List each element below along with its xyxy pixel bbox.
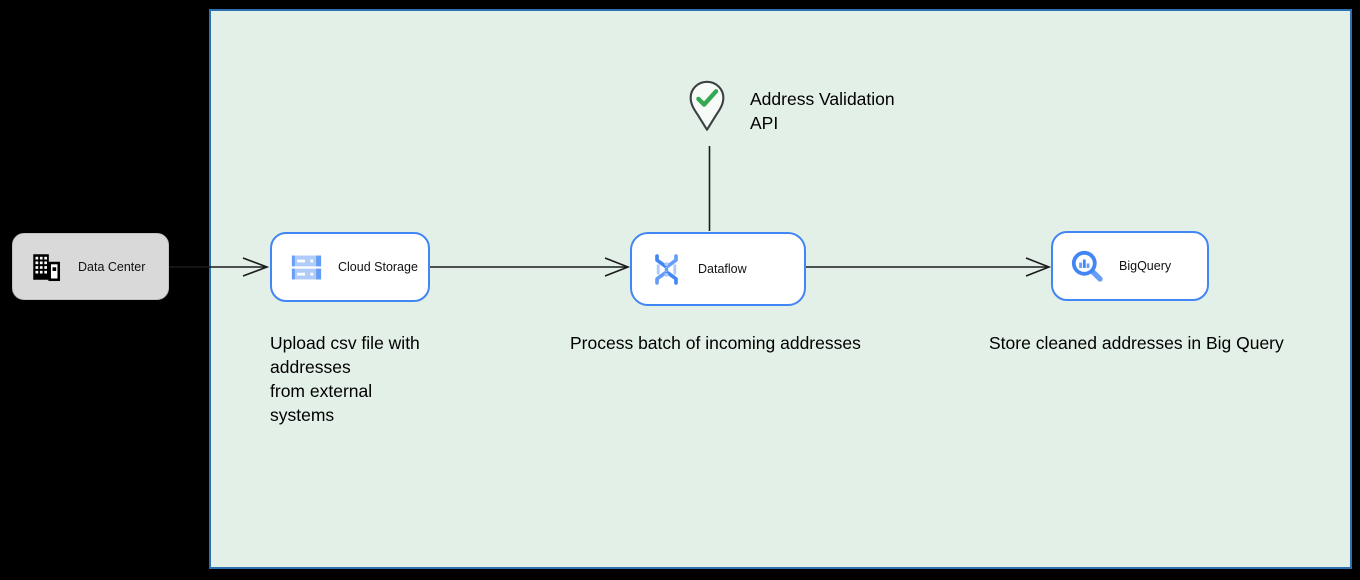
node-bigquery[interactable]: BigQuery (1051, 231, 1209, 301)
connector-cloudstorage-to-dataflow (430, 257, 631, 277)
node-label-bigquery: BigQuery (1119, 259, 1172, 273)
node-label-cloud-storage: Cloud Storage (338, 260, 418, 274)
node-dataflow[interactable]: Dataflow (630, 232, 806, 306)
node-label-dataflow: Dataflow (698, 262, 747, 276)
description-bigquery: Store cleaned addresses in Big Query (989, 333, 1284, 353)
node-label-data-center: Data Center (78, 259, 146, 274)
description-dataflow: Process batch of incoming addresses (570, 333, 861, 353)
address-validation-label: Address Validation API (750, 89, 895, 133)
connector-dataflow-to-bigquery (806, 257, 1052, 277)
building-icon (33, 253, 61, 281)
connector-datacenter-to-cloudstorage (169, 257, 270, 277)
dataflow-icon (655, 253, 678, 285)
description-cloud-storage: Upload csv file with addresses from exte… (270, 333, 420, 425)
node-data-center[interactable]: Data Center (12, 233, 169, 300)
bigquery-icon (1071, 250, 1103, 282)
map-pin-check-icon (689, 80, 725, 131)
address-validation-pin[interactable] (688, 79, 726, 133)
cloud-storage-icon (291, 255, 322, 279)
node-cloud-storage[interactable]: Cloud Storage (270, 232, 430, 302)
